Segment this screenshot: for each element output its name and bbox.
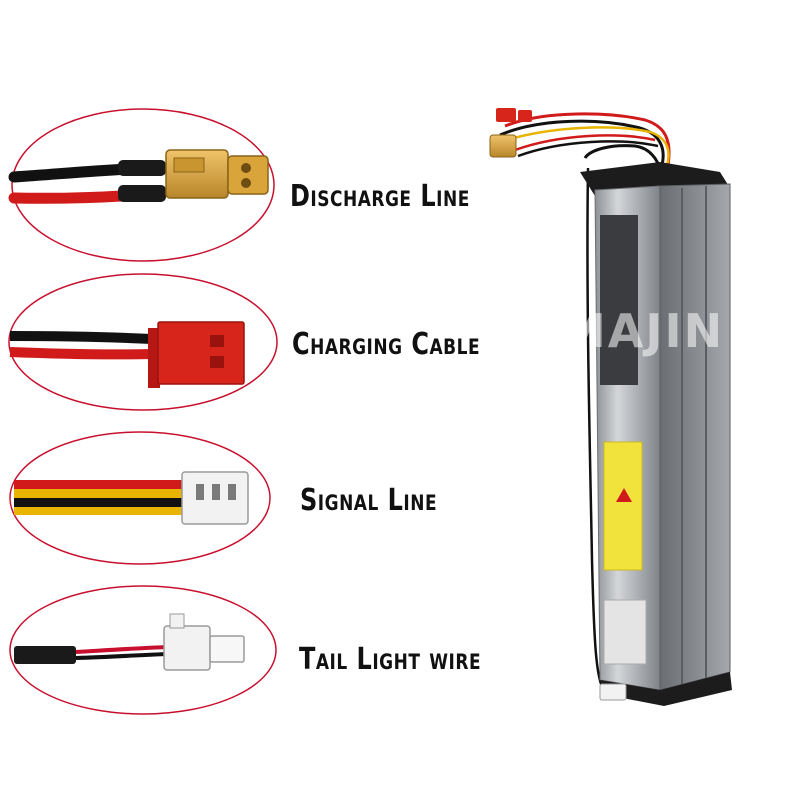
tail-light-wire-label: Tail Light wire (299, 641, 482, 677)
discharge-line-callout (8, 108, 275, 262)
charging-connector-photo (9, 321, 245, 388)
signal-line-label: Signal Line (300, 482, 438, 518)
tail-light-connector-photo (14, 613, 245, 671)
discharge-connector-photo (8, 149, 269, 204)
watermark: MAJIN (560, 304, 725, 358)
signal-connector-photo (14, 471, 249, 525)
battery-pack-photo (489, 108, 732, 706)
signal-line-callout (9, 431, 271, 565)
discharge-line-label: Discharge Line (290, 178, 470, 214)
charging-cable-label: Charging Cable (292, 326, 481, 362)
tail-light-callout (9, 585, 277, 715)
charging-cable-callout (8, 273, 278, 411)
